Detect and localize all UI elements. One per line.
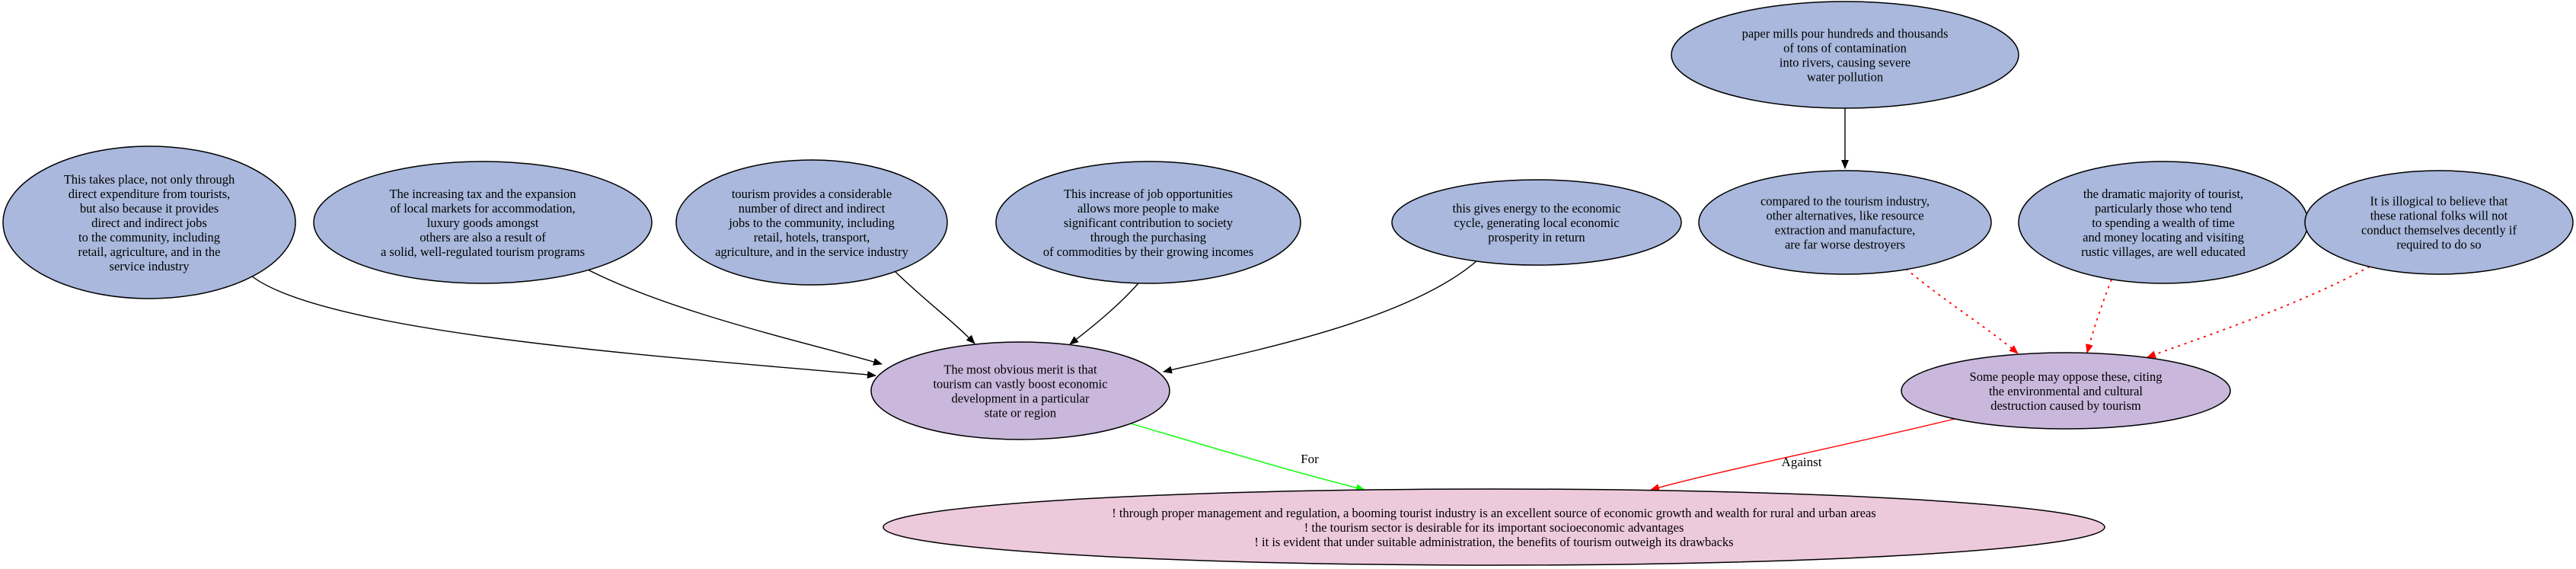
node-text-line: to the community, including [78,230,220,245]
node-text-line: particularly those who tend [2095,201,2233,216]
claim-node-c2: Some people may oppose these, citingthe … [1901,352,2231,430]
node-text-line: compared to the tourism industry, [1760,194,1930,209]
node-text-line: to spending a wealth of time [2092,216,2234,230]
premise-node-n6: paper mills pour hundreds and thousandso… [1671,1,2019,109]
support-edge-n2-c1 [584,267,883,366]
node-text-line: prosperity in return [1488,230,1585,245]
premise-node-n7: compared to the tourism industry,other a… [1698,170,1992,275]
node-text-line: agriculture, and in the service industry [715,245,909,259]
premise-ellipse [2,145,296,299]
premise-ellipse [1698,170,1992,275]
attack-edge-n9-c2 [2147,266,2370,358]
node-text-line: and money locating and visiting [2083,230,2244,245]
node-text-line: The most obvious merit is that [943,363,1097,377]
node-text-line: This takes place, not only through [64,172,235,187]
node-text-line: development in a particular [952,392,1090,406]
attack-edge-n8-c2 [2086,279,2112,353]
node-text-line: direct expenditure from tourists, [69,187,231,201]
premise-ellipse [2304,170,2574,275]
node-text-line: tourism can vastly boost economic [933,377,1107,392]
premise-node-n8: the dramatic majority of tourist,particu… [2018,161,2309,284]
node-text-line: other alternatives, like resource [1766,209,1923,223]
node-text-line: others are also a result of [420,230,546,245]
node-text-line: number of direct and indirect [739,201,886,216]
node-text-line: of tons of contamination [1783,41,1907,56]
node-text-line: into rivers, causing severe [1780,56,1910,70]
conclusion-ellipse [883,488,2105,566]
premise-ellipse [675,159,948,286]
node-text-line: Some people may oppose these, citing [1970,369,2163,384]
support-edge-n3-c1 [894,270,975,344]
node-text-line: of local markets for accommodation, [390,201,575,216]
edge-label-for: For [1301,452,1319,466]
premise-node-n1: This takes place, not only throughdirect… [2,145,296,299]
node-text-line: a solid, well-regulated tourism programs [381,245,585,259]
conclusion-node-m1: ! through proper management and regulati… [883,488,2105,566]
claim-ellipse [870,341,1170,440]
for-edge-c1-m1 [1130,423,1365,492]
node-text-line: ! it is evident that under suitable admi… [1254,535,1733,549]
premise-ellipse [995,161,1301,284]
support-edge-n5-c1 [1163,260,1478,374]
node-text-line: destruction caused by tourism [1990,398,2141,413]
node-text-line: the environmental and cultural [1989,384,2143,398]
against-edge-c2-m1 [1650,418,1955,491]
node-text-line: through the purchasing [1090,230,1206,245]
edge-label-against: Against [1782,455,1822,469]
node-text-line: allows more people to make [1077,201,1219,216]
support-edge-n1-c1 [251,275,876,379]
premise-ellipse [1671,1,2019,109]
support-edge-n4-c1 [1069,283,1139,345]
node-text-line: retail, hotels, transport, [754,230,870,245]
node-text-line: It is illogical to believe that [2370,194,2508,209]
node-text-line: cycle, generating local economic [1454,216,1619,230]
node-text-line: water pollution [1807,70,1883,85]
node-text-line: ! the tourism sector is desirable for it… [1304,520,1684,535]
node-text-line: ! through proper management and regulati… [1112,506,1875,520]
node-text-line: this gives energy to the economic [1452,201,1620,216]
node-text-line: retail, agriculture, and in the [78,245,221,259]
node-text-line: jobs to the community, including [728,216,895,230]
node-text-line: of commodities by their growing incomes [1043,245,1253,259]
node-text-line: paper mills pour hundreds and thousands [1742,27,1949,41]
premise-node-n4: This increase of job opportunitiesallows… [995,161,1301,284]
node-text-line: extraction and manufacture, [1775,223,1916,238]
claim-ellipse [1901,352,2231,430]
node-text-line: the dramatic majority of tourist, [2083,187,2243,201]
attack-edge-n7-c2 [1905,268,2019,354]
node-text-line: rustic villages, are well educated [2081,245,2246,259]
node-text-line: direct and indirect jobs [91,216,207,230]
node-text-line: are far worse destroyers [1785,238,1905,252]
node-text-line: luxury goods amongst [427,216,539,230]
node-text-line: significant contribution to society [1064,216,1234,230]
node-text-line: these rational folks will not [2370,209,2508,223]
premise-ellipse [313,161,653,284]
node-text-line: but also because it provides [80,201,219,216]
premise-ellipse [1391,179,1682,266]
node-text-line: tourism provides a considerable [732,187,892,201]
premise-node-n5: this gives energy to the economiccycle, … [1391,179,1682,266]
node-text-line: service industry [110,259,190,273]
node-text-line: conduct themselves decently if [2361,223,2517,238]
node-text-line: This increase of job opportunities [1064,187,1233,201]
node-text-line: required to do so [2396,238,2481,252]
node-text-line: state or region [985,406,1056,420]
node-text-line: The increasing tax and the expansion [389,187,576,201]
